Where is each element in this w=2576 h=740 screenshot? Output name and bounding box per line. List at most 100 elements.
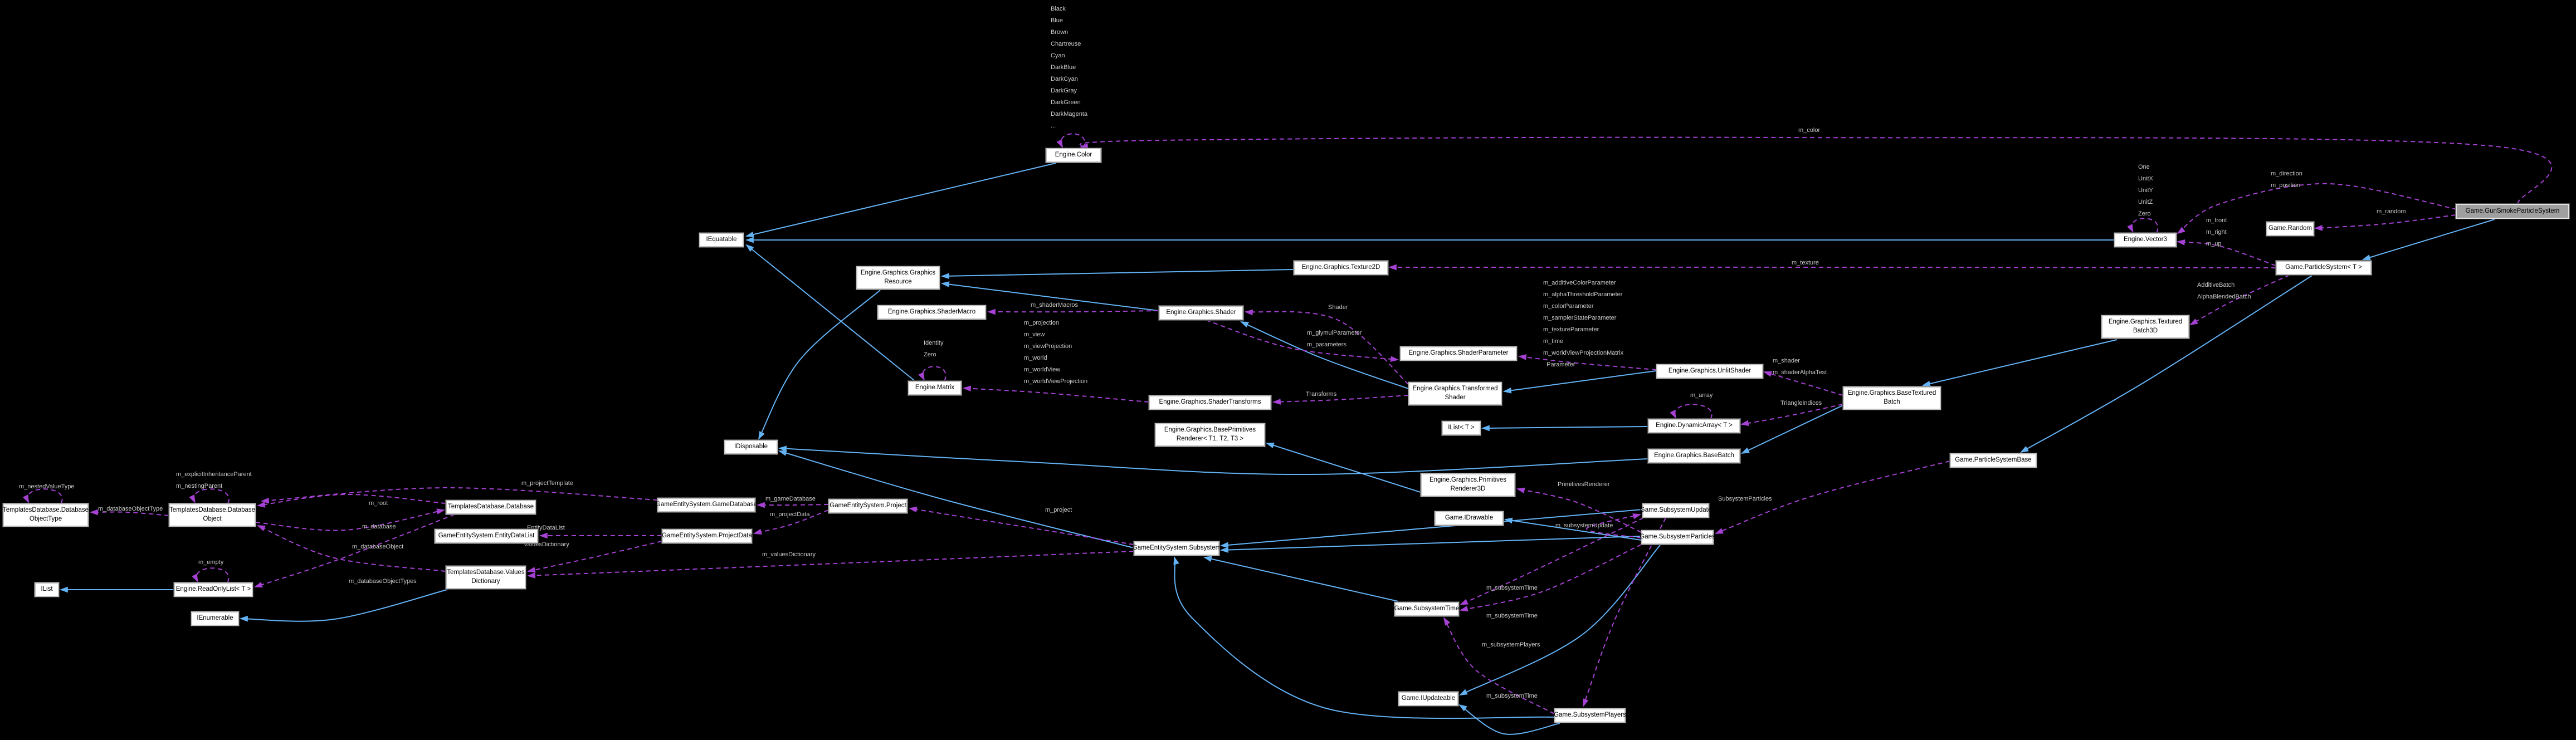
edge-subsystem_update-subsystem [1219, 509, 1643, 548]
node-unlit_shader[interactable]: Engine.Graphics.UnlitShader [1656, 364, 1763, 379]
edge-subsystem_particles-subsystem_time [1459, 544, 1642, 612]
self-loop-readonly_list [192, 567, 230, 583]
edge-subsystem_players-subsystem_time [1443, 617, 1555, 714]
self-loop-db_object [189, 488, 230, 504]
node-iupdateable[interactable]: Game.IUpdateable [1398, 692, 1458, 706]
node-base_primitives_renderer[interactable]: Engine.Graphics.BasePrimitives Renderer<… [1155, 423, 1265, 447]
node-graphics_resource[interactable]: Engine.Graphics.Graphics Resource [856, 266, 940, 290]
edge-gunsmoke-random [2314, 214, 2456, 231]
node-subsystem_update[interactable]: Game.SubsystemUpdate [1640, 503, 1711, 518]
edge-particle_system_base-subsystem_particles [1715, 460, 1950, 534]
edge-gunsmoke-particle_system_t [2362, 219, 2495, 261]
node-shader_parameter[interactable]: Engine.Graphics.ShaderParameter [1400, 346, 1517, 361]
node-ilist[interactable]: IList [35, 582, 59, 597]
node-dynamic_array[interactable]: Engine.DynamicArray< T > [1648, 419, 1740, 433]
edge-subsystem_players-subsystem [1173, 556, 1555, 719]
self-loop-dynamic_array [1670, 404, 1713, 419]
node-transformed_shader[interactable]: Engine.Graphics.Transformed Shader [1408, 382, 1502, 405]
edge-database-db_object [256, 493, 446, 508]
edge-db_object-dbo_type [89, 509, 169, 516]
node-project[interactable]: GameEntitySystem.Project [828, 499, 908, 513]
edge-project_data-values_dictionary [526, 541, 662, 573]
edge-subsystem_players-iupdateable [1458, 704, 1560, 735]
node-db_object[interactable]: TemplatesDatabase.Database Object [169, 503, 256, 527]
node-vector3[interactable]: Engine.Vector3 [2114, 233, 2177, 247]
node-readonly_list[interactable]: Engine.ReadOnlyList< T > [174, 582, 253, 597]
edge-subsystem_particles-subsystem_update [1585, 513, 1642, 538]
self-loop-vector3 [2127, 218, 2159, 233]
node-ienumerable[interactable]: IEnumerable [191, 611, 239, 626]
node-iequatable[interactable]: IEquatable [699, 233, 744, 247]
node-dbo_type[interactable]: TemplatesDatabase.Database ObjectType [3, 503, 89, 527]
edge-color-iequatable [745, 163, 1056, 238]
node-project_data[interactable]: GameEntitySystem.ProjectData [662, 529, 752, 543]
self-loop-dbo_type [22, 488, 63, 504]
edge-unlit_shader-shader_parameter [1518, 354, 1657, 370]
edge-values_dictionary-db_object [257, 525, 446, 572]
node-idrawable[interactable]: Game.IDrawable [1435, 511, 1504, 526]
edge-subsystem_particles-subsystem [1219, 536, 1642, 553]
node-particle_system_t[interactable]: Game.ParticleSystem< T > [2276, 261, 2372, 275]
node-values_dictionary[interactable]: TemplatesDatabase.Values Dictionary [446, 566, 526, 589]
edge-subsystem_particles-iupdateable [1459, 545, 1661, 695]
node-base_textured_batch[interactable]: Engine.Graphics.BaseTextured Batch [1843, 386, 1941, 410]
edge-subsystem-values_dictionary [526, 551, 1134, 579]
edge-values_dictionary-ienumerable [239, 589, 450, 622]
edge-subsystem_particles-primitives_renderer3d [1516, 487, 1642, 533]
node-texture2d[interactable]: Engine.Graphics.Texture2D [1294, 261, 1388, 275]
edge-game_database-db_object [260, 487, 658, 504]
edge-shader-shader_parameter [1206, 320, 1399, 362]
node-particle_system_base[interactable]: Game.ParticleSystemBase [1950, 453, 2037, 468]
edge-particle_system_t-texture2d [1388, 264, 2276, 271]
edge-subsystem_update-subsystem_players [1583, 517, 1666, 708]
node-entity_data_list[interactable]: GameEntitySystem.EntityDataList [435, 529, 538, 543]
node-primitives_renderer3d[interactable]: Engine.Graphics.Primitives Renderer3D [1421, 473, 1515, 497]
edge-base_textured_batch-dynamic_array [1740, 404, 1843, 427]
edge-subsystem-idisposable [778, 450, 1134, 548]
edge-transformed_shader-shader [1240, 321, 1409, 389]
node-game_database[interactable]: GameEntitySystem.GameDatabase [656, 498, 757, 512]
node-subsystem_players[interactable]: Game.SubsystemPlayers [1554, 708, 1626, 723]
edge-subsystem_particles-idrawable [1504, 517, 1642, 541]
node-textured_batch3d[interactable]: Engine.Graphics.Textured Batch3D [2101, 315, 2189, 339]
edge-dynamic_array-ilist_t [1481, 425, 1648, 432]
edge-base_textured_batch-base_batch [1741, 405, 1843, 454]
edge-unlit_shader-transformed_shader [1502, 370, 1657, 394]
node-gunsmoke[interactable]: Game.GunSmokeParticleSystem [2456, 204, 2569, 219]
edge-shader-shader_macro [987, 308, 1159, 315]
edge-particle_system_t-vector3 [2176, 239, 2276, 266]
node-database[interactable]: TemplatesDatabase.Database [446, 500, 536, 514]
edge-gunsmoke-vector3 [2177, 183, 2457, 234]
node-random[interactable]: Game.Random [2266, 222, 2314, 236]
node-subsystem[interactable]: GameEntitySystem.Subsystem [1133, 541, 1221, 556]
edge-particle_system_t-textured_batch3d [2189, 275, 2290, 326]
edge-gunsmoke-color [1079, 136, 2553, 204]
edge-database-readonly_list [253, 514, 455, 588]
edge-shader-graphics_resource [940, 281, 1159, 311]
edge-shader_transforms-matrix [962, 385, 1149, 403]
edge-particle_system_t-particle_system_base [2020, 275, 2312, 453]
edge-texture2d-graphics_resource [940, 269, 1294, 280]
node-idisposable[interactable]: IDisposable [724, 440, 778, 454]
edge-base_batch-idisposable [778, 445, 1648, 476]
node-ilist_t[interactable]: IList< T > [1442, 421, 1481, 435]
node-shader[interactable]: Engine.Graphics.Shader [1159, 306, 1243, 320]
node-subsystem_particles[interactable]: Game.SubsystemParticles [1640, 530, 1715, 545]
edge-subsystem_update-subsystem_time [1460, 517, 1644, 605]
edge-matrix-iequatable [745, 244, 915, 381]
edge-transformed_shader-shader [1244, 309, 1409, 385]
edge-base_textured_batch-unlit_shader [1763, 371, 1843, 396]
edge-primitives_renderer3d-base_primitives_renderer [1265, 442, 1424, 494]
edge-db_object-database [255, 508, 446, 531]
edge-project-game_database [756, 502, 829, 508]
node-base_batch[interactable]: Engine.Graphics.BaseBatch [1648, 449, 1740, 463]
node-color[interactable]: Engine.Color [1046, 148, 1101, 163]
node-matrix[interactable]: Engine.Matrix [908, 381, 962, 395]
node-subsystem_time[interactable]: Game.SubsystemTime [1394, 602, 1459, 616]
node-shader_macro[interactable]: Engine.Graphics.ShaderMacro [877, 305, 986, 320]
node-shader_transforms[interactable]: Engine.Graphics.ShaderTransforms [1149, 395, 1271, 410]
edge-transformed_shader-shader_transforms [1272, 395, 1409, 405]
edge-project-project_data [753, 509, 829, 535]
